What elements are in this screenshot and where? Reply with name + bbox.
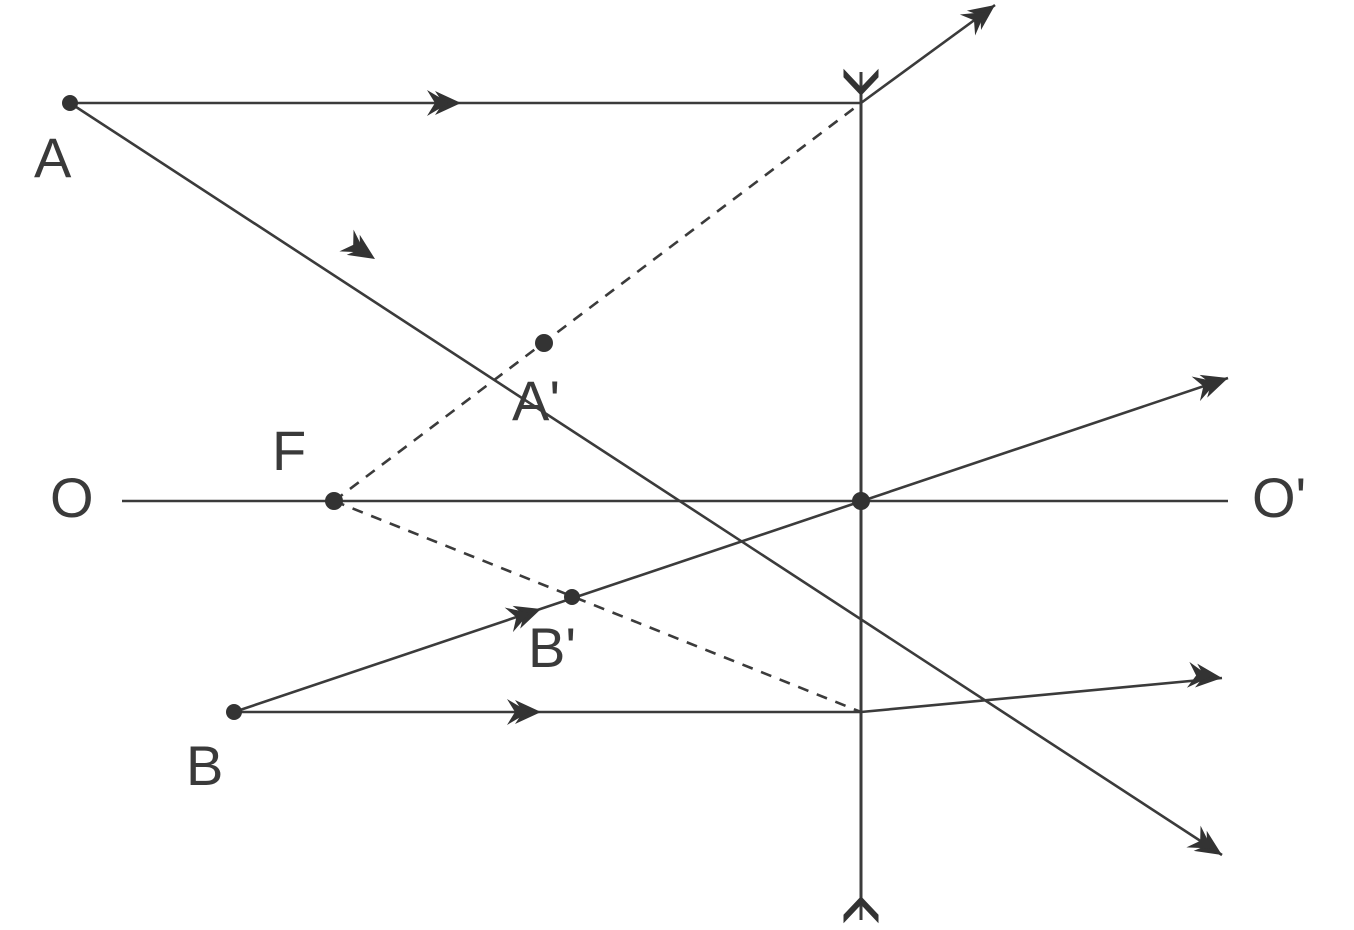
arrow-A-through-center-tip-icon xyxy=(1186,825,1230,866)
lens-chevron-bottom-icon xyxy=(843,896,879,924)
ray-A-refracted-up xyxy=(860,3,996,105)
label-object-bottom: B xyxy=(186,734,224,797)
ray-B-through-center xyxy=(233,376,1229,714)
arrow-A-refracted-icon xyxy=(959,0,1003,36)
virtual-ray-group xyxy=(333,101,862,714)
ray-A-through-center xyxy=(69,101,1223,857)
arrow-A-diagonal-icon xyxy=(339,229,383,270)
ray-B-refracted-down xyxy=(860,676,1223,714)
point-a-prime xyxy=(535,334,553,352)
label-image-bottom: B' xyxy=(528,616,577,679)
point-a xyxy=(62,95,78,111)
label-axis-left: O xyxy=(50,466,94,529)
label-focal-point: F xyxy=(272,419,307,482)
label-axis-right: O' xyxy=(1252,466,1307,529)
label-image-top: A' xyxy=(512,369,561,432)
arrow-B-refracted-icon xyxy=(1186,661,1224,691)
arrow-B-through-center-tip-icon xyxy=(1191,365,1233,402)
ray-group xyxy=(69,3,1229,857)
point-lens-center xyxy=(852,492,870,510)
point-b xyxy=(226,704,242,720)
label-object-top: A xyxy=(34,126,72,189)
virtual-ray-F-to-lens-top xyxy=(333,101,862,503)
point-f xyxy=(325,492,343,510)
lens-chevron-top-icon xyxy=(843,68,879,96)
arrow-head-group xyxy=(339,0,1233,866)
virtual-ray-F-to-lens-bottom xyxy=(333,499,862,714)
point-marker-group xyxy=(62,95,870,720)
point-b-prime xyxy=(564,589,580,605)
